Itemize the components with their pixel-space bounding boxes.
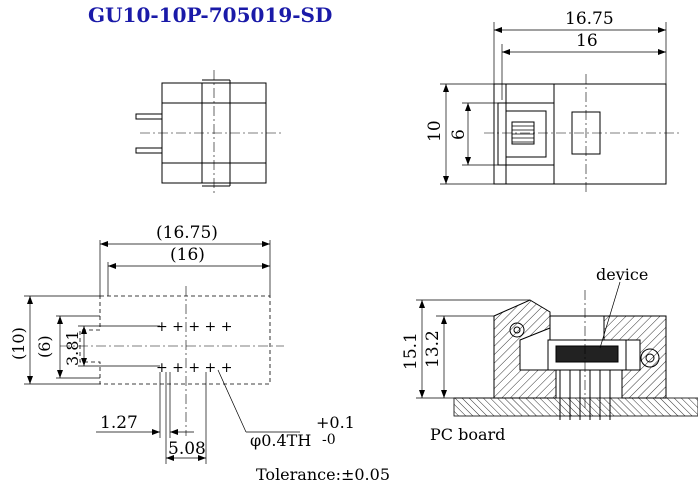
dim-plan-outer-label: (16.75) bbox=[156, 223, 218, 243]
pin-row-bottom: + + + + + bbox=[156, 360, 232, 376]
dim-height-outer-label: 10 bbox=[425, 120, 445, 142]
dim-top-inner-label: 16 bbox=[576, 31, 598, 51]
dim-height-inner-label: 6 bbox=[449, 129, 469, 140]
dim-top-outer-label: 16.75 bbox=[565, 9, 614, 29]
dimension-plan-inner: (16) bbox=[108, 245, 270, 269]
dim-plan-height-outer-label: (10) bbox=[9, 327, 28, 360]
dimension-height-inner: 6 bbox=[449, 103, 471, 165]
dimension-side-inner: 13.2 bbox=[423, 316, 447, 398]
section-view bbox=[416, 281, 698, 420]
dim-side-outer-label: 15.1 bbox=[401, 332, 421, 370]
dim-plan-height-inner-label: (6) bbox=[35, 335, 54, 358]
pin-row-top: + + + + + bbox=[156, 319, 232, 335]
dim-hole-diameter-label: φ0.4TH bbox=[250, 431, 311, 450]
dim-side-inner-label: 13.2 bbox=[423, 330, 443, 368]
dim-plan-inner-label: (16) bbox=[170, 245, 205, 265]
dimension-pin-span: 5.08 bbox=[166, 439, 206, 461]
dimension-side-outer: 15.1 bbox=[401, 300, 425, 398]
dim-pin-pitch-label: 1.27 bbox=[100, 413, 138, 433]
dimension-top-outer: 16.75 bbox=[494, 9, 666, 33]
dimension-pin-pitch: 1.27 bbox=[96, 413, 194, 435]
tolerance-note: Tolerance:±0.05 bbox=[256, 465, 390, 484]
dimension-pin-spacing: 3.81 bbox=[63, 326, 87, 366]
dimension-hole-diameter: φ0.4TH +0.1 -0 bbox=[217, 369, 355, 450]
dimension-height-outer: 10 bbox=[425, 84, 449, 184]
dimension-top-inner: 16 bbox=[502, 31, 666, 55]
dim-pin-span-label: 5.08 bbox=[168, 439, 206, 459]
device-label: device bbox=[596, 265, 648, 284]
drawing-title: GU10-10P-705019-SD bbox=[88, 3, 332, 27]
side-view-top-left bbox=[135, 70, 284, 196]
dimension-plan-height-outer: (10) bbox=[9, 296, 33, 384]
dimension-plan-outer: (16.75) bbox=[100, 223, 270, 247]
pcb-footprint-view: + + + + + + + + + + bbox=[24, 240, 284, 464]
dimension-plan-height-inner: (6) bbox=[35, 316, 63, 378]
dim-hole-tol-lower: -0 bbox=[322, 432, 336, 448]
front-view-top-right bbox=[440, 22, 680, 194]
pc-board-label: PC board bbox=[430, 425, 505, 444]
dim-pin-spacing-label: 3.81 bbox=[63, 330, 82, 366]
dim-hole-tol-upper: +0.1 bbox=[316, 413, 355, 432]
